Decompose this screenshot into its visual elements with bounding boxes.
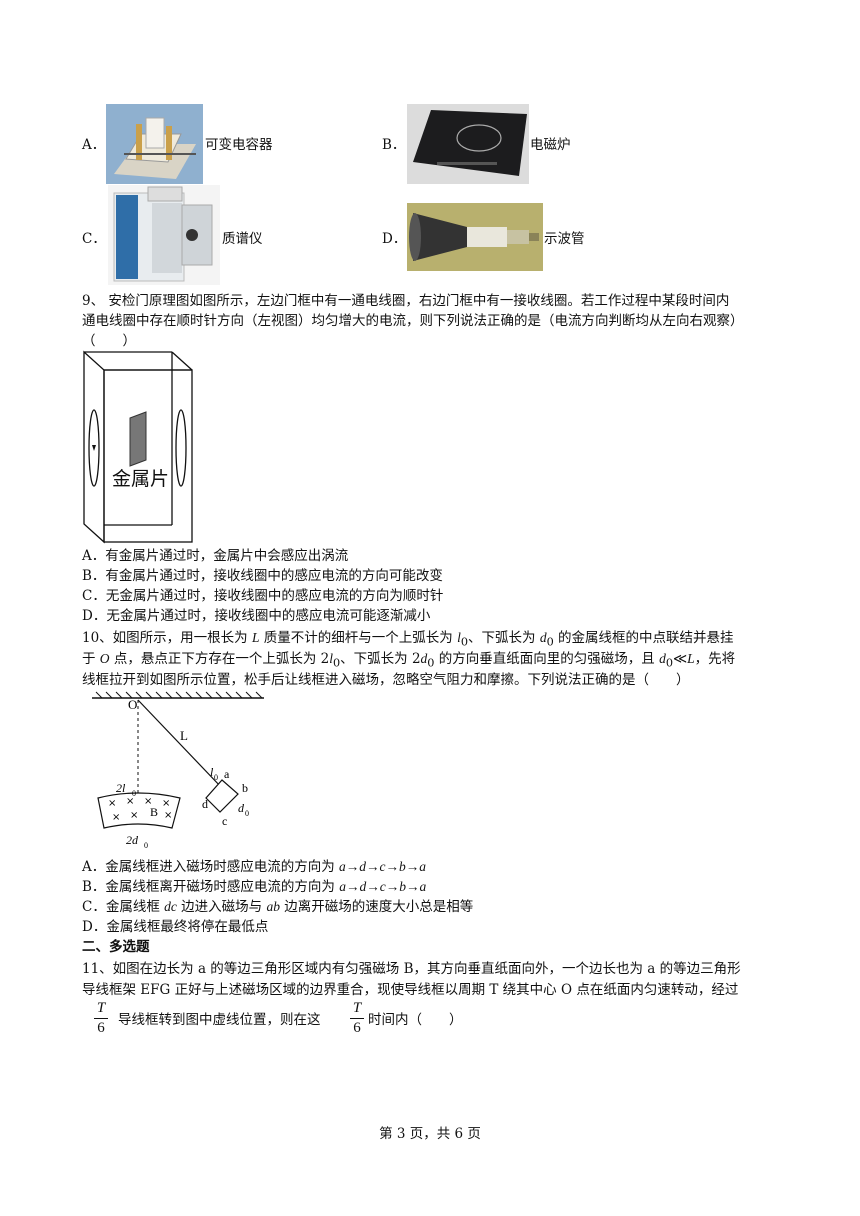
question-10-stem-line2: 于 O 点，悬点正下方存在一个上弧长为 2l0、下弧长为 2d0 的方向垂直纸面… bbox=[82, 651, 736, 670]
option-text-a: 可变电容器 bbox=[205, 137, 273, 153]
fig-label-b: b bbox=[242, 781, 248, 795]
fig-label-2d0: 2d bbox=[126, 833, 139, 847]
svg-text:×: × bbox=[126, 796, 134, 807]
fig-label-o: O bbox=[128, 697, 137, 712]
option-letter-a: A． bbox=[82, 137, 106, 153]
question-9-option-a: A．有金属片通过时，金属片中会感应出涡流 bbox=[82, 548, 349, 564]
variable-capacitor-photo bbox=[106, 104, 203, 184]
question-9-option-b: B．有金属片通过时，接收线圈中的感应电流的方向可能改变 bbox=[82, 568, 443, 584]
svg-text:×: × bbox=[108, 798, 116, 809]
question-9-stem: 9、 安检门原理图如图所示，左边门框中有一通电线圈，右边门框中有一接收线圈。若工… bbox=[82, 293, 730, 309]
question-11-stem-line3a: 导线框转到图中虚线位置，则在这 bbox=[118, 1012, 321, 1028]
question-10-stem-line3: 线框拉开到如图所示位置，松手后让线框进入磁场，忽略空气阻力和摩擦。下列说法正确的… bbox=[82, 672, 690, 688]
question-11-stem-line2: 导线框架 EFG 正好与上述磁场区域的边界重合，现使导线框以周期 T 绕其中心 … bbox=[82, 982, 739, 998]
option-letter-d: D． bbox=[382, 231, 407, 247]
svg-text:0: 0 bbox=[144, 841, 148, 850]
question-10-option-d: D．金属线框最终将停在最低点 bbox=[82, 919, 269, 935]
induction-cooker-photo bbox=[407, 104, 529, 184]
question-9-option-d: D．无金属片通过时，接收线圈中的感应电流可能逐渐减小 bbox=[82, 608, 431, 624]
fig-label-a: a bbox=[224, 767, 230, 781]
security-gate-diagram: 金属片 bbox=[82, 350, 198, 544]
option-text-d: 示波管 bbox=[544, 231, 585, 247]
fig-label-c: c bbox=[222, 814, 227, 828]
fig-label-2l0: 2l bbox=[116, 781, 126, 795]
svg-text:×: × bbox=[164, 810, 172, 821]
question-9-stem-line2: 通电线圈中存在顺时针方向（左视图）均匀增大的电流，则下列说法正确的是（电流方向判… bbox=[82, 313, 744, 329]
question-10-option-b: B．金属线框离开磁场时感应电流的方向为 a→d→c→b→a bbox=[82, 879, 427, 895]
fig-label-l0: l bbox=[210, 765, 214, 779]
question-9-option-c: C．无金属片通过时，接收线圈中的感应电流的方向为顺时针 bbox=[82, 588, 444, 604]
option-letter-c: C． bbox=[82, 231, 106, 247]
svg-text:×: × bbox=[144, 796, 152, 807]
option-text-c: 质谱仪 bbox=[222, 231, 263, 247]
question-11-stem-line3b: 时间内（ ） bbox=[368, 1012, 463, 1028]
svg-text:×: × bbox=[112, 812, 120, 823]
svg-text:×: × bbox=[162, 798, 170, 809]
fig-label-l: L bbox=[180, 728, 188, 743]
question-11-stem: 11、如图在边长为 a 的等边三角形区域内有匀强磁场 B，其方向垂直纸面向外，一… bbox=[82, 961, 741, 977]
mass-spectrometer-photo bbox=[108, 185, 220, 285]
fig-label-d0: d bbox=[238, 801, 245, 815]
option-letter-b: B． bbox=[382, 137, 406, 153]
fig-label-d: d bbox=[202, 797, 208, 811]
svg-text:0: 0 bbox=[214, 773, 218, 782]
oscilloscope-tube-photo bbox=[407, 203, 543, 271]
svg-text:×: × bbox=[130, 810, 138, 821]
svg-text:0: 0 bbox=[132, 789, 136, 798]
option-text-b: 电磁炉 bbox=[530, 137, 571, 153]
section-heading-multiple-choice: 二、多选题 bbox=[82, 939, 150, 955]
metal-sheet-label: 金属片 bbox=[112, 468, 170, 490]
page-footer: 第 3 页，共 6 页 bbox=[379, 1126, 481, 1142]
question-9-answer-blank: （ ） bbox=[82, 333, 136, 349]
question-10-option-c: C．金属线框 dc 边进入磁场与 ab 边离开磁场的速度大小总是相等 bbox=[82, 899, 474, 915]
pendulum-magnetic-field-diagram: ×××× ××× O L l 0 a b d c d 0 2l 0 B 2d 0 bbox=[88, 688, 268, 853]
question-10-option-a: A．金属线框进入磁场时感应电流的方向为 a→d→c→b→a bbox=[82, 859, 427, 875]
question-10-stem: 10、如图所示，用一根长为 L 质量不计的细杆与一个上弧长为 l0、下弧长为 d… bbox=[82, 630, 734, 649]
fig-label-b-field: B bbox=[150, 805, 158, 819]
svg-text:0: 0 bbox=[245, 809, 249, 818]
